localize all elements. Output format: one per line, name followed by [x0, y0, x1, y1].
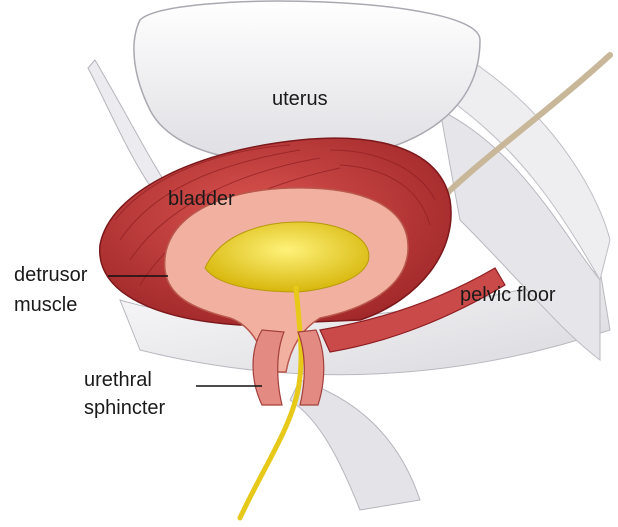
label-urethral: urethral — [84, 369, 152, 392]
label-sphincter: sphincter — [84, 397, 165, 420]
label-pelvic-floor: pelvic floor — [460, 284, 556, 307]
label-uterus: uterus — [272, 88, 328, 111]
uterus-shape — [134, 1, 480, 162]
label-muscle: muscle — [14, 294, 77, 317]
label-bladder: bladder — [168, 188, 235, 211]
label-detrusor: detrusor — [14, 264, 87, 287]
